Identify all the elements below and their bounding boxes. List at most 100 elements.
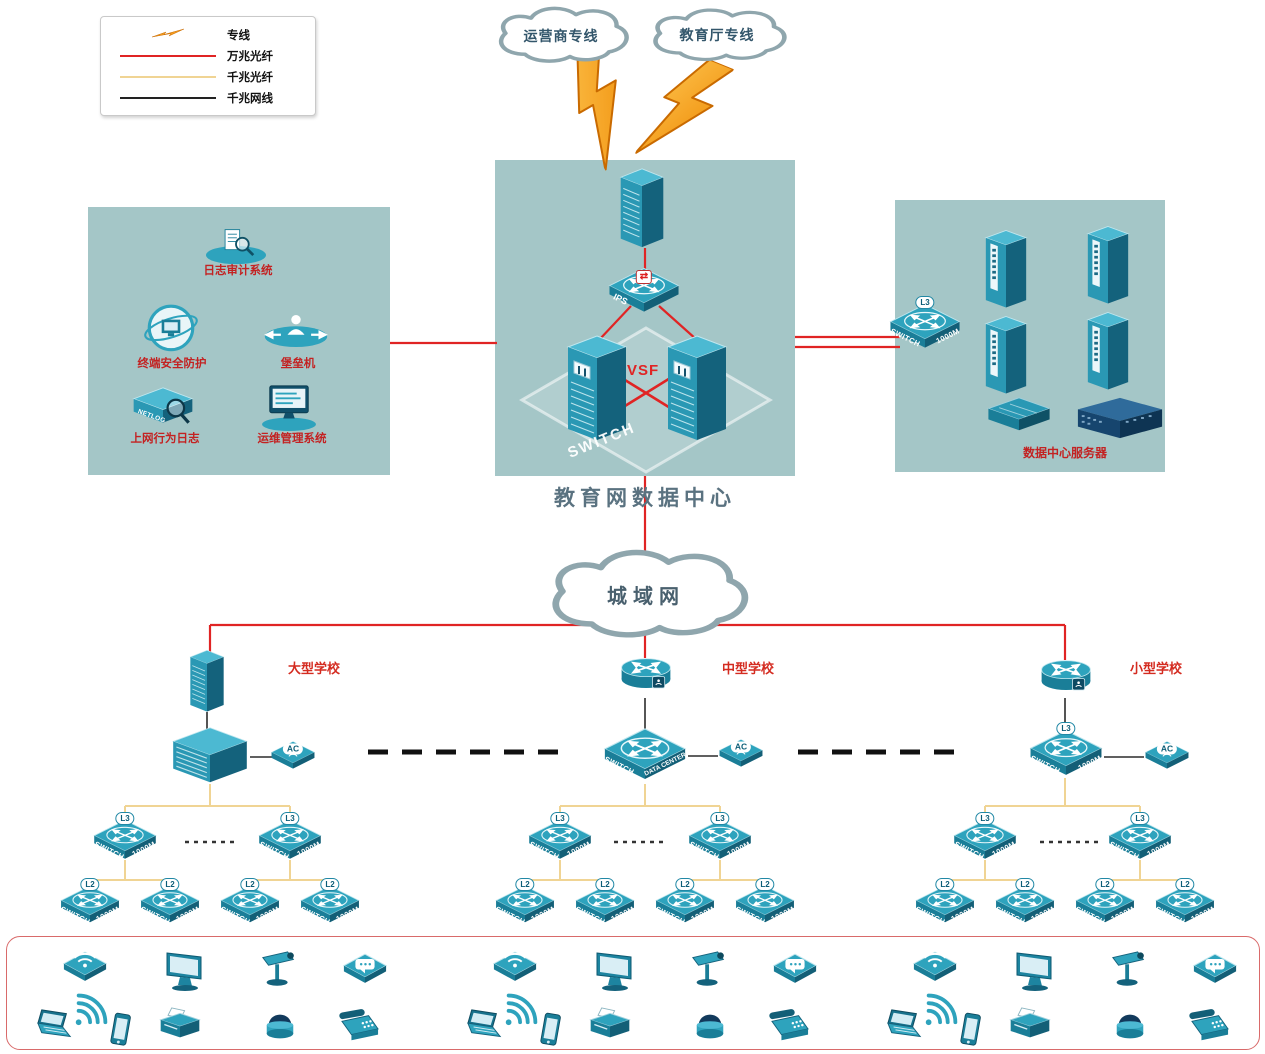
red-line-sample <box>120 54 216 57</box>
l2-switch: L2 SWITCH 1000M <box>494 878 556 927</box>
l3-switch: L3 SWITCH 1000M <box>952 812 1018 862</box>
legend-item-1g-cable: 千兆网线 <box>109 87 307 108</box>
dome-camera-icon <box>1109 1008 1151 1044</box>
switch-badge: L3 <box>280 812 300 825</box>
bastion-host-icon <box>262 312 330 350</box>
switch-badge: L2 <box>515 878 535 891</box>
l3-switch: L3 SWITCH 1000M <box>527 812 593 862</box>
switch-badge: L2 <box>1175 878 1195 891</box>
switch-badge: L3 <box>115 812 135 825</box>
terminal-devices-box <box>6 936 1260 1050</box>
ac-label: AC <box>730 741 752 753</box>
l3-switch: L3 SWITCH 1000M <box>92 812 158 862</box>
bastion-host-label: 堡垒机 <box>280 358 316 370</box>
switch-badge: L2 <box>935 878 955 891</box>
desk-phone-icon <box>336 1008 384 1046</box>
smartphone-icon <box>102 1010 138 1050</box>
switch-badge: L2 <box>160 878 180 891</box>
dome-camera-icon <box>259 1008 301 1044</box>
printer-icon <box>157 1006 203 1043</box>
legend-item-1g-fiber: 千兆光纤 <box>109 66 307 87</box>
switch-badge: L3 <box>710 812 730 825</box>
black-line-sample <box>120 96 216 99</box>
printer-icon <box>1007 1006 1053 1043</box>
small-school-core-switch: L3 SWITCH 1000M <box>1028 722 1104 777</box>
server-icon <box>984 312 1028 398</box>
desk-phone-icon <box>766 1008 814 1046</box>
ips-arrows-icon <box>635 269 653 284</box>
netlog-node-label: 上网行为日志 <box>130 433 200 445</box>
server-icon <box>1086 308 1130 394</box>
chat-icon <box>1192 952 1238 987</box>
lightning-icon <box>109 28 227 42</box>
l3-switch: L3 SWITCH 1000M <box>687 812 753 862</box>
ptz-camera-icon <box>1109 948 1151 992</box>
l2-switch: L2 SWITCH 1000M <box>59 878 121 927</box>
l3-switch: L3 SWITCH 1000M <box>257 812 323 862</box>
wlan-ap-icon <box>492 948 538 985</box>
l2-switch: L2 SWITCH 1000M <box>139 878 201 927</box>
datacenter-title: 教育网数据中心 <box>554 486 736 510</box>
endpoint-protection-label: 终端安全防护 <box>137 358 207 370</box>
carrier-cloud-label: 运营商专线 <box>523 30 599 45</box>
education-cloud-label: 教育厅专线 <box>679 29 755 44</box>
l2-switch: L2 SWITCH 1000M <box>914 878 976 927</box>
switch-badge: L3 <box>1130 812 1150 825</box>
large-school-firewall-icon <box>189 648 225 714</box>
switch-badge: L3 <box>975 812 995 825</box>
netlog-node: NETLOG <box>130 386 196 430</box>
datacenter-switch: L3 SWITCH 1000M <box>888 296 962 350</box>
legend-item-10g-fiber: 万兆光纤 <box>109 45 307 66</box>
ac-controller: AC <box>270 740 316 772</box>
wlan-ap-icon <box>62 948 108 985</box>
school-name: 小型学校 <box>1130 661 1183 676</box>
smartphone-icon <box>952 1010 988 1050</box>
legend: 专线 万兆光纤 千兆光纤 千兆网线 <box>100 16 316 116</box>
l2-switch: L2 SWITCH 1000M <box>299 878 361 927</box>
l2-switch: L2 SWITCH 1000M <box>734 878 796 927</box>
man-cloud-label: 城域网 <box>607 586 685 608</box>
legend-label: 千兆网线 <box>227 92 273 105</box>
switch-badge: L3 <box>1056 722 1076 735</box>
smartphone-icon <box>532 1010 568 1050</box>
legend-item-dedicated-line: 专线 <box>109 24 307 45</box>
core-switch-right-icon <box>666 334 728 442</box>
ac-controller: AC <box>1144 740 1190 772</box>
switch-badge: L2 <box>320 878 340 891</box>
l2-switch: L2 SWITCH 1000M <box>219 878 281 927</box>
l2-switch: L2 SWITCH 1000M <box>654 878 716 927</box>
printer-icon <box>587 1006 633 1043</box>
l2-switch: L2 SWITCH 1000M <box>994 878 1056 927</box>
endpoint-protection-icon <box>142 303 200 357</box>
firewall-icon <box>619 166 665 250</box>
switch-badge: L2 <box>755 878 775 891</box>
legend-label: 专线 <box>227 29 250 42</box>
audit-log-icon <box>203 226 269 266</box>
desktop-icon <box>162 950 208 992</box>
ptz-camera-icon <box>689 948 731 992</box>
ptz-camera-icon <box>259 948 301 992</box>
medium-school-router-icon <box>620 654 672 696</box>
audit-log-label: 日志审计系统 <box>203 265 273 277</box>
dome-camera-icon <box>689 1008 731 1044</box>
school-name: 中型学校 <box>722 661 775 676</box>
switch-badge: L3 <box>550 812 570 825</box>
switch-badge: L2 <box>1095 878 1115 891</box>
switch-badge: L2 <box>1015 878 1035 891</box>
l2-switch: L2 SWITCH 1000M <box>574 878 636 927</box>
ops-management-label: 运维管理系统 <box>257 433 327 445</box>
wlan-ap-icon <box>912 948 958 985</box>
vsf-label: VSF <box>627 362 660 379</box>
server-icon <box>984 226 1028 312</box>
l2-switch: L2 SWITCH 1000M <box>1154 878 1216 927</box>
legend-label: 万兆光纤 <box>227 50 273 63</box>
desk-phone-icon <box>1186 1008 1234 1046</box>
switch-icon <box>1028 728 1104 777</box>
storage-icon <box>986 396 1052 432</box>
legend-label: 千兆光纤 <box>227 71 273 84</box>
chat-icon <box>342 952 388 987</box>
large-school-core-switch-icon <box>170 726 250 784</box>
school-name: 大型学校 <box>288 661 341 676</box>
switch-badge: L2 <box>675 878 695 891</box>
yellow-line-sample <box>120 75 216 78</box>
